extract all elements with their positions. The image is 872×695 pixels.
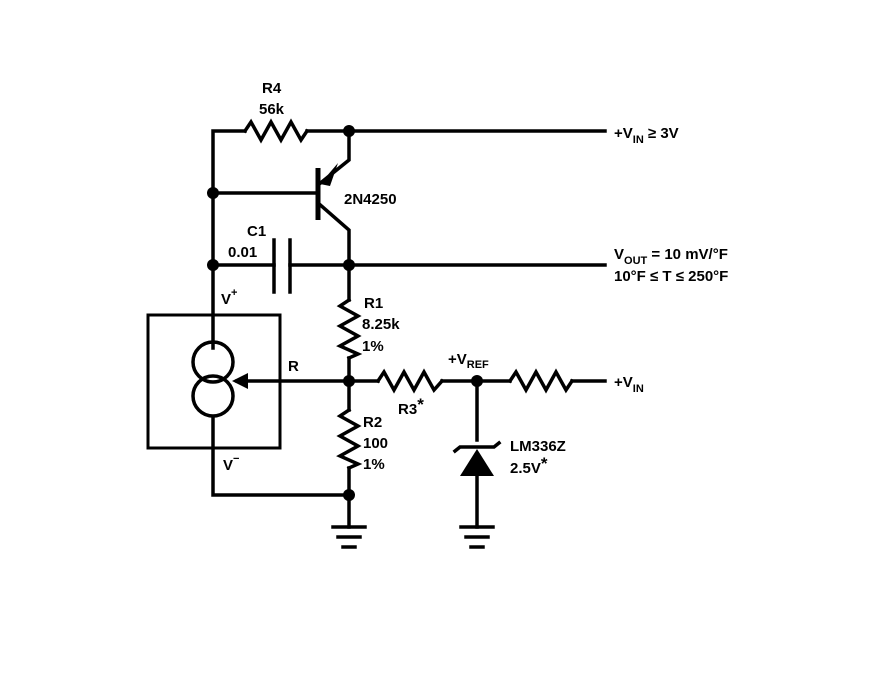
label-temp-range: 10°F ≤ T ≤ 250°F — [614, 268, 728, 285]
junction-dots — [207, 125, 483, 501]
label-r2-tol: 1% — [363, 456, 385, 473]
wire-emitter — [315, 129, 351, 188]
label-vminus: V− — [223, 453, 239, 474]
resistor-r2 — [336, 407, 363, 471]
transistor-2n4250 — [315, 163, 338, 220]
label-r1-tol: 1% — [362, 338, 384, 355]
current-source-icon — [191, 340, 235, 384]
label-vplus: V+ — [221, 287, 237, 308]
label-zener-name: LM336Z — [510, 438, 566, 455]
label-r4-value: 56k — [259, 101, 285, 118]
zener-lm336z — [452, 440, 502, 476]
label-vout: VOUT = 10 mV/°F — [614, 246, 728, 267]
label-vin-right: +VIN — [614, 374, 644, 395]
label-r2-value: 100 — [363, 435, 388, 452]
wire-collector — [315, 200, 351, 302]
label-vin-top: +VIN ≥ 3V — [614, 125, 679, 146]
temperature-sensor-device — [146, 313, 282, 450]
ground-symbol-right — [459, 525, 495, 549]
ground-symbol-left — [331, 525, 367, 549]
resistor-r3 — [375, 368, 445, 394]
wire-vminus-lead — [211, 416, 351, 497]
resistor-r4 — [242, 118, 310, 144]
label-transistor: 2N4250 — [344, 191, 397, 208]
label-r1-name: R1 — [364, 295, 383, 312]
label-r4-name: R4 — [262, 80, 282, 97]
resistor-input — [507, 368, 575, 394]
label-r2-name: R2 — [363, 414, 382, 431]
label-r3: R3* — [398, 395, 424, 418]
label-c1-name: C1 — [247, 223, 266, 240]
label-zener-value: 2.5V* — [510, 454, 548, 477]
label-adjust-pin: R — [288, 358, 299, 375]
adjust-arrow-icon — [232, 373, 248, 389]
label-c1-value: 0.01 — [228, 244, 257, 261]
capacitor-c1 — [272, 238, 292, 294]
wire-left-vertical-top — [211, 129, 247, 264]
label-r1-value: 8.25k — [362, 316, 400, 333]
label-vref: +VREF — [448, 351, 489, 371]
emitter-arrow-icon — [320, 163, 338, 186]
resistor-r1 — [336, 297, 363, 361]
